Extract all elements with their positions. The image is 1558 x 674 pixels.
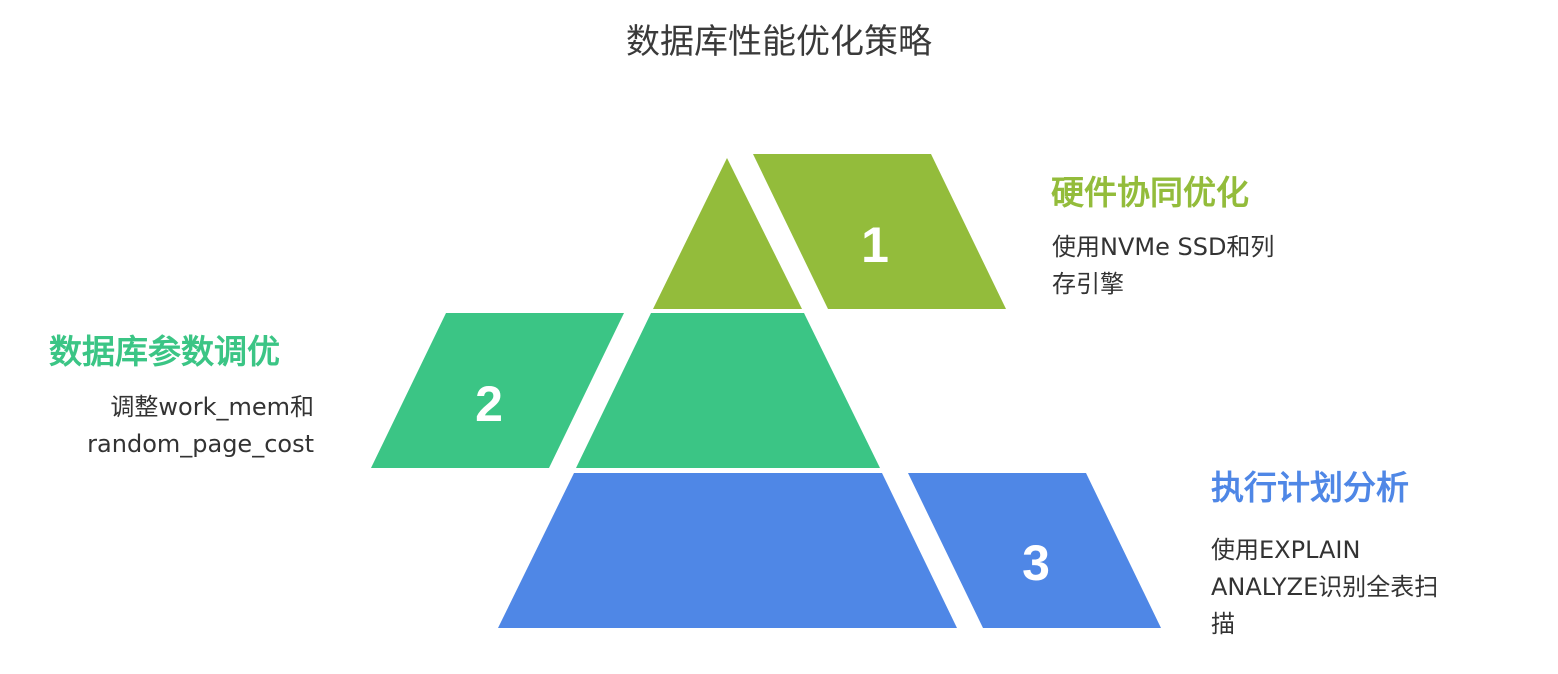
tier-1-desc-line: 存引擎 [1052, 270, 1124, 298]
pyramid-tier-1 [653, 158, 802, 309]
tier-2-description: 调整work_mem和 random_page_cost [87, 389, 314, 463]
tier-2-number: 2 [475, 376, 503, 432]
tier-3-tab [908, 473, 1161, 628]
tier-1-label: 硬件协同优化 [1051, 173, 1249, 212]
tier-2-label: 数据库参数调优 [49, 332, 280, 371]
tier-2-desc-line: random_page_cost [87, 430, 314, 458]
tier-1-number: 1 [861, 217, 889, 273]
tier-1-tab [753, 154, 1006, 309]
tier-3-desc-line: 描 [1211, 610, 1235, 638]
pyramid-tier-2 [576, 313, 880, 468]
pyramid-tier-3 [498, 473, 957, 628]
tier-3-label: 执行计划分析 [1211, 468, 1409, 507]
tier-3-desc-line: ANALYZE识别全表扫 [1211, 573, 1439, 601]
tier-1-description: 使用NVMe SSD和列 存引擎 [1052, 229, 1274, 303]
tier-2-desc-line: 调整work_mem和 [110, 393, 314, 421]
tier-3-number: 3 [1022, 535, 1050, 591]
tier-3-description: 使用EXPLAIN ANALYZE识别全表扫 描 [1211, 532, 1438, 643]
page-title: 数据库性能优化策略 [626, 22, 932, 62]
tier-2-tab [371, 313, 624, 468]
tier-3-desc-line: 使用EXPLAIN [1211, 536, 1361, 564]
tier-1-desc-line: 使用NVMe SSD和列 [1052, 233, 1275, 261]
